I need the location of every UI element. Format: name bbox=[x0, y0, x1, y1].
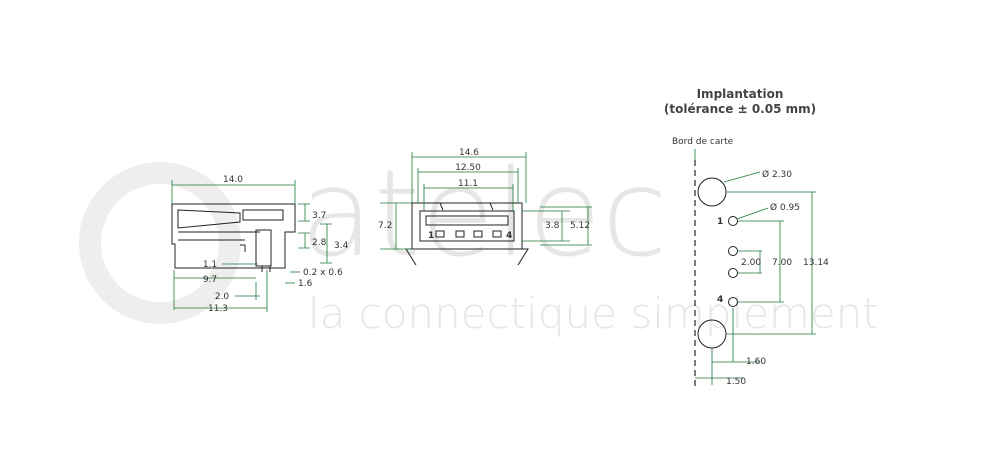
dim-label: 11.1 bbox=[458, 179, 478, 189]
dim-label: 14.6 bbox=[459, 148, 479, 158]
pin-label: 1 bbox=[428, 231, 434, 241]
board-edge-label: Bord de carte bbox=[672, 137, 734, 147]
dim-label: 2.0 bbox=[215, 292, 230, 302]
pin-label: 4 bbox=[506, 231, 512, 241]
dim-label: 3.4 bbox=[334, 241, 349, 251]
dim-label: 5.12 bbox=[570, 221, 590, 231]
side-view: 14.0 3.7 2.8 3.4 1.1 9.7 2.0 11.3 0.2 x … bbox=[171, 175, 349, 314]
footprint-subtitle: (tolérance ± 0.05 mm) bbox=[664, 102, 816, 116]
dim-label: 1.1 bbox=[203, 260, 217, 270]
dim-label: 0.2 x 0.6 bbox=[303, 268, 343, 278]
dim-label: 2.00 bbox=[741, 258, 761, 268]
dim-label: 3.8 bbox=[545, 221, 560, 231]
dim-label: Ø 2.30 bbox=[762, 169, 792, 180]
watermark-brand: atelec bbox=[300, 145, 668, 284]
watermark: atelec la connectique simplement bbox=[79, 145, 879, 338]
dim-label: 1.6 bbox=[298, 279, 313, 289]
dim-label: 7.00 bbox=[772, 258, 792, 268]
footprint-view: Implantation (tolérance ± 0.05 mm) Bord … bbox=[664, 87, 829, 388]
dim-label: 2.8 bbox=[312, 238, 327, 248]
dim-label: 13.14 bbox=[803, 258, 829, 268]
dim-label: Ø 0.95 bbox=[770, 202, 800, 213]
dim-label: 14.0 bbox=[223, 175, 243, 185]
pin-label: 1 bbox=[717, 217, 723, 227]
watermark-tagline: la connectique simplement bbox=[308, 289, 879, 338]
front-view: 14.6 12.50 11.1 7.2 3.8 5.12 1 4 bbox=[378, 148, 592, 266]
dim-label: 3.7 bbox=[312, 211, 326, 221]
pin-label: 4 bbox=[717, 295, 723, 305]
dim-label: 1.60 bbox=[746, 357, 766, 367]
footprint-title: Implantation bbox=[697, 87, 784, 101]
dim-label: 11.3 bbox=[208, 304, 228, 314]
dim-label: 7.2 bbox=[378, 221, 392, 231]
dim-label: 9.7 bbox=[203, 275, 217, 285]
dim-label: 12.50 bbox=[455, 163, 481, 173]
dim-label: 1.50 bbox=[726, 377, 746, 387]
